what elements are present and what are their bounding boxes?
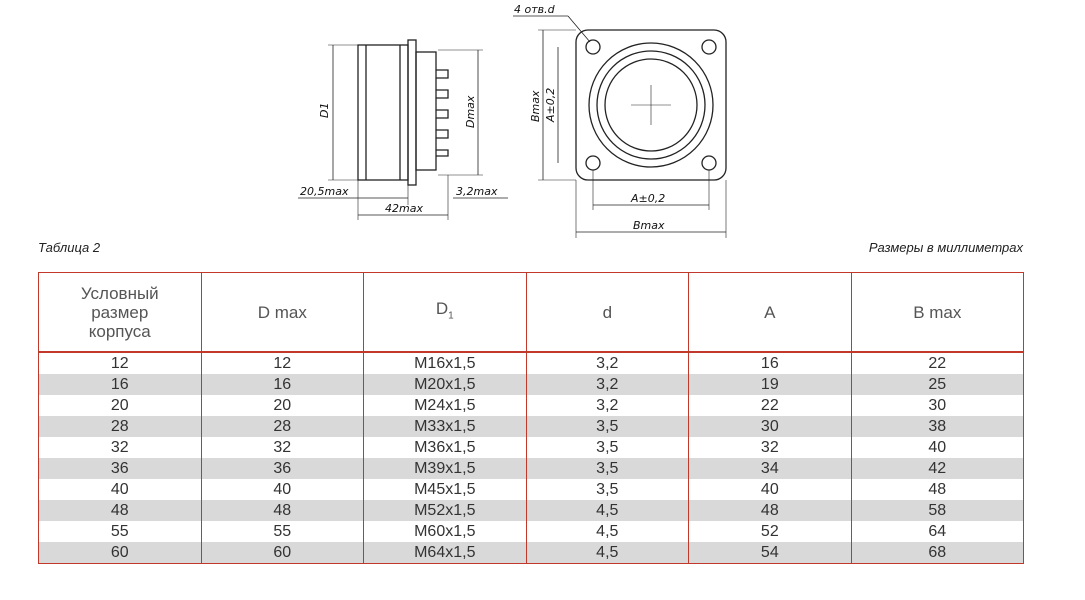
label-dim-42: 42max (385, 202, 423, 215)
table-cell: 3,5 (525, 416, 689, 437)
table-cell: 22 (688, 395, 852, 416)
label-a-vertical: A±0,2 (544, 88, 557, 123)
table-cell: 28 (200, 416, 364, 437)
table-cell: 20 (200, 395, 364, 416)
table-cell: 20 (110, 396, 129, 414)
label-holes: 4 отв.d (514, 3, 556, 16)
table-cell: 30 (688, 416, 852, 437)
label-a-horizontal: A±0,2 (630, 192, 665, 205)
label-dim-20-5: 20,5max (300, 185, 349, 198)
header-d1: D1 (363, 272, 527, 353)
table-cell: 3,5 (525, 479, 689, 500)
table-cell: M24x1,5 (363, 395, 527, 416)
label-bmax-horizontal: Bmax (633, 219, 665, 232)
table-cell: 3,2 (525, 374, 689, 395)
header-dmax: D max (200, 272, 364, 353)
label-dim-3-2: 3,2max (456, 185, 498, 198)
label-dmax: Dmax (464, 95, 477, 128)
table-header-row: Условный размер корпуса D max D1 d A B m… (38, 272, 1024, 353)
table-cell: 40 (110, 480, 129, 498)
table-caption: Таблица 2 (38, 240, 101, 255)
table-cell: 3,2 (525, 395, 689, 416)
table-cell: 60 (38, 542, 202, 564)
table-cell: M64x1,5 (363, 542, 527, 564)
label-d1: D1 (318, 103, 331, 118)
table-cell: 34 (688, 458, 852, 479)
table-cell: 3,2 (525, 352, 689, 374)
label-bmax-vertical: Bmax (529, 90, 542, 122)
table-cell: 16 (688, 352, 852, 374)
table-cell: 19 (688, 374, 852, 395)
table-cell: 3,5 (525, 437, 689, 458)
table-cell: 30 (850, 395, 1024, 416)
table-cell: M20x1,5 (363, 374, 527, 395)
table-cell: 48 (850, 479, 1024, 500)
table-cell: 48 (38, 500, 202, 521)
table-cell: M39x1,5 (363, 458, 527, 479)
table-cell: M36x1,5 (363, 437, 527, 458)
dimensions-table: Условный размер корпуса D max D1 d A B m… (38, 272, 1024, 564)
table-cell: 12 (200, 352, 364, 374)
table-cell: 28 (38, 416, 202, 437)
table-cell: 32 (688, 437, 852, 458)
connector-drawing: 4 отв.d D1 Dmax Bmax A±0,2 20,5max 3,2ma… (298, 3, 727, 238)
header-bmax: B max (850, 272, 1024, 353)
table-cell: 16 (38, 374, 202, 395)
table-cell: 48 (688, 500, 852, 521)
table-cell: M52x1,5 (363, 500, 527, 521)
table-cell: 60 (200, 542, 364, 564)
header-a: A (688, 272, 852, 353)
table-cell: 22 (850, 352, 1024, 374)
table-cell: 36 (38, 458, 202, 479)
table-cell: 36 (200, 458, 364, 479)
table-cell: 55 (200, 521, 364, 542)
table-cell: 3,5 (525, 458, 689, 479)
table-cell: 58 (850, 500, 1024, 521)
table-cell: M45x1,5 (363, 479, 527, 500)
table-cell: 54 (688, 542, 852, 564)
table-cell: 32 (110, 438, 129, 456)
table-cell: 64 (850, 521, 1024, 542)
table-cell: 32 (200, 437, 364, 458)
table-cell: 55 (110, 522, 129, 540)
table-cell: 40 (850, 437, 1024, 458)
table-cell: 25 (850, 374, 1024, 395)
table-cell: 68 (850, 542, 1024, 564)
units-caption: Размеры в миллиметрах (868, 240, 1023, 255)
table-cell: M33x1,5 (363, 416, 527, 437)
header-d: d (525, 272, 689, 353)
table-cell: 4,5 (525, 542, 689, 564)
table-cell: 4,5 (525, 500, 689, 521)
table-cell: 40 (200, 479, 364, 500)
table-cell: 42 (850, 458, 1024, 479)
table-cell: 52 (688, 521, 852, 542)
table-cell: 48 (200, 500, 364, 521)
table-cell: M60x1,5 (363, 521, 527, 542)
header-size: Условный размер корпуса (38, 272, 202, 353)
table-cell: 16 (200, 374, 364, 395)
table-cell: 12 (110, 354, 129, 372)
table-cell: 40 (688, 479, 852, 500)
table-cell: M16x1,5 (363, 352, 527, 374)
table-cell: 38 (850, 416, 1024, 437)
table-cell: 4,5 (525, 521, 689, 542)
